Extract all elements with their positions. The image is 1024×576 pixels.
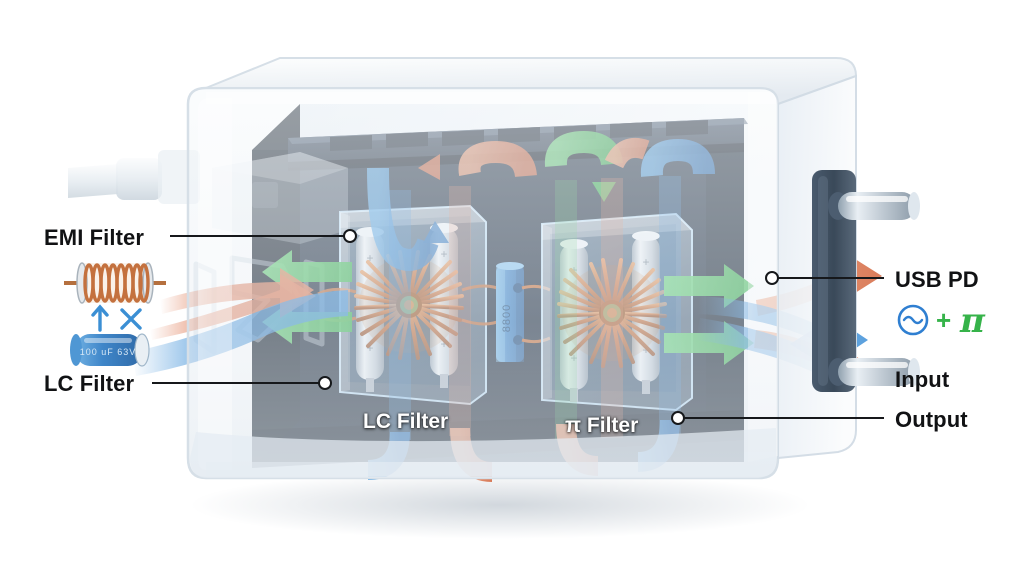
plus-sign: + (936, 305, 951, 335)
label-lc-filter-inner: LC Filter (363, 410, 449, 433)
capacitor-icon: 100 uF 63V (70, 333, 150, 367)
label-lc-filter: LC Filter (44, 371, 135, 396)
leader-dot-usb-pd (765, 271, 779, 285)
sine-wave-icon (902, 315, 924, 325)
label-usb-pd: USB PD (895, 267, 979, 292)
pi-symbol: π (959, 301, 986, 341)
svg-text:100 uF 63V: 100 uF 63V (80, 347, 137, 357)
ground-shadow (190, 471, 810, 539)
formula-ac-plus-pi: + π (896, 301, 1016, 345)
prong-upper (828, 192, 920, 220)
charger-shell-front (186, 57, 858, 480)
label-output: Output (895, 407, 968, 432)
inductor-coil-icon (64, 262, 166, 304)
prong-assembly (812, 170, 920, 392)
label-emi-filter: EMI Filter (44, 225, 145, 250)
up-arrow-cross-icon (91, 304, 142, 332)
label-input: Input (895, 367, 950, 392)
ac-source-icon (897, 304, 929, 336)
label-pi-filter-inner: π Filter (565, 414, 639, 437)
leader-dot-lc-filter (318, 376, 332, 390)
prong-lower (828, 358, 920, 386)
leader-dot-output (671, 411, 685, 425)
leader-dot-emi-filter (343, 229, 357, 243)
